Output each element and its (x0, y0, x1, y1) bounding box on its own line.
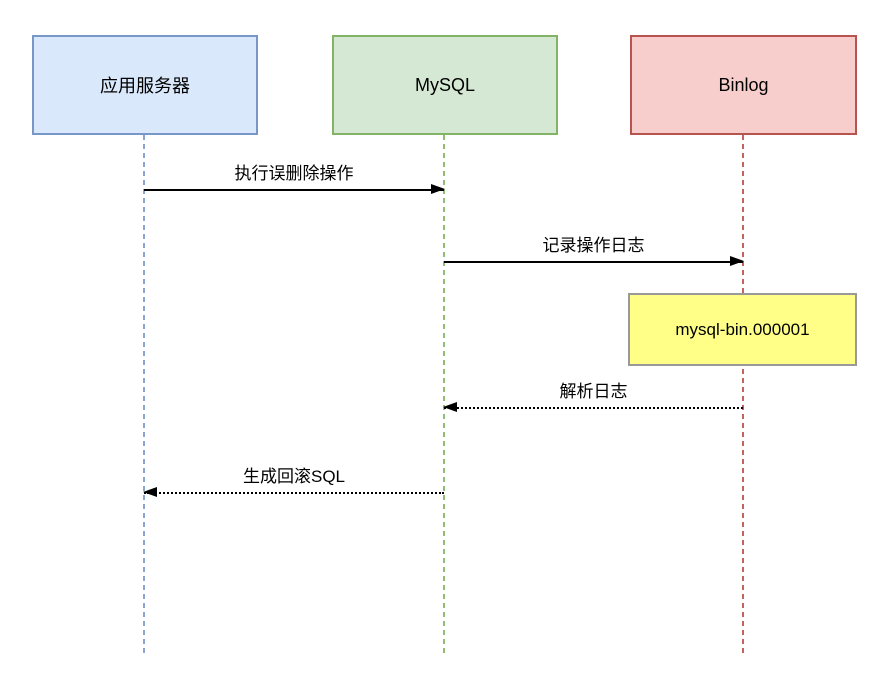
message-label: 解析日志 (559, 382, 628, 401)
actor-box-mysql: MySQL (332, 35, 558, 135)
actor-box-app-server: 应用服务器 (32, 35, 258, 135)
actor-label-binlog: Binlog (718, 74, 769, 95)
note-label: mysql-bin.000001 (675, 319, 810, 339)
lifeline-mysql (443, 135, 445, 653)
actor-label-mysql: MySQL (414, 74, 475, 95)
message-line (144, 492, 444, 494)
message-label: 生成回滚SQL (242, 467, 346, 486)
actor-label-app-server: 应用服务器 (100, 76, 190, 96)
lifeline-binlog (742, 135, 744, 653)
arrowhead-left-icon (143, 487, 157, 497)
arrowhead-left-icon (443, 402, 457, 412)
arrowhead-right-icon (431, 184, 445, 194)
message-label: 记录操作日志 (542, 236, 645, 255)
actor-box-binlog: Binlog (630, 35, 857, 135)
arrowhead-right-icon (730, 256, 744, 266)
lifeline-app-server (143, 135, 145, 653)
message-line (444, 407, 743, 409)
message-line (144, 189, 444, 191)
message-line (444, 261, 743, 263)
note-binlog-file: mysql-bin.000001 (628, 293, 857, 366)
message-label: 执行误删除操作 (234, 164, 354, 183)
